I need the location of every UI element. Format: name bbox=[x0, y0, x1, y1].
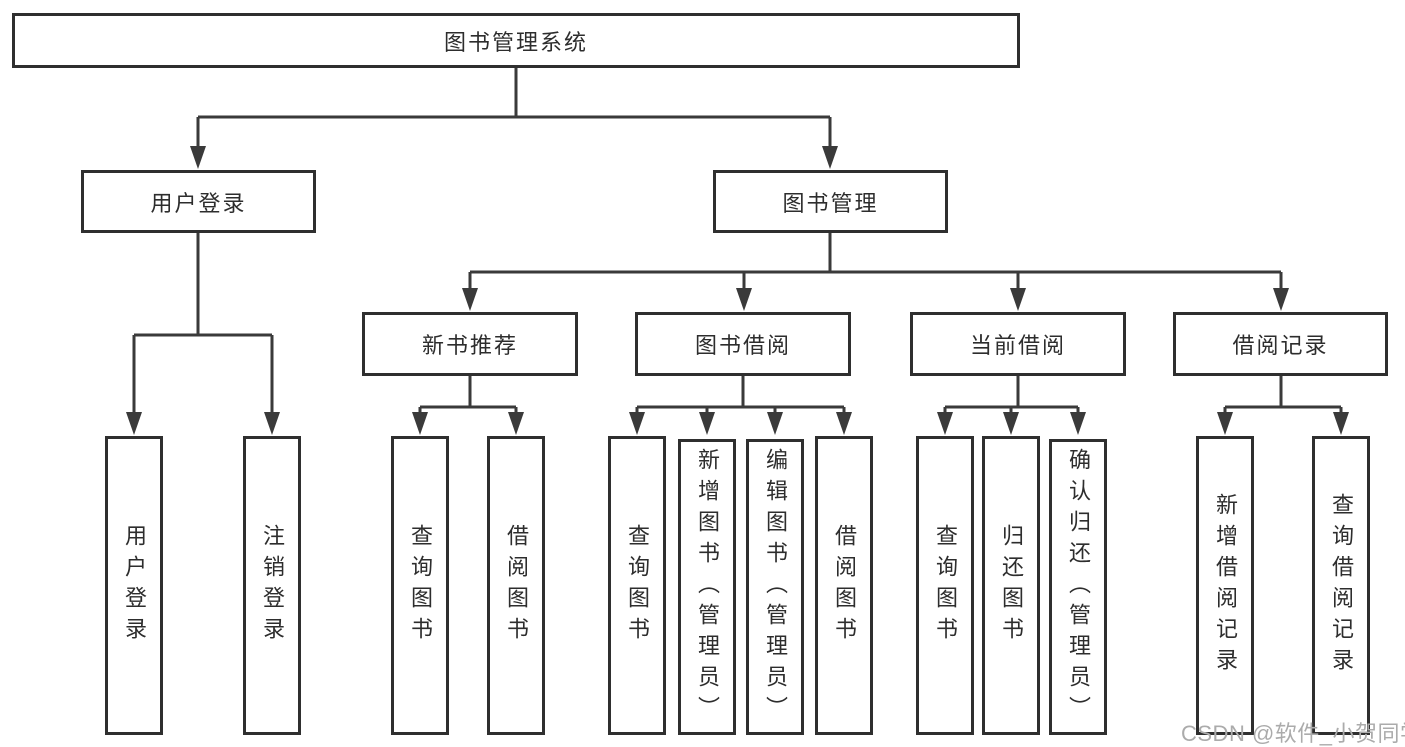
leaf-label: 新增借阅记录 bbox=[1213, 492, 1238, 679]
leaf-label: 查询图书 bbox=[933, 523, 958, 648]
leaf-add-book-admin: 新增图书（管理员） bbox=[678, 439, 736, 735]
node-borrow-records: 借阅记录 bbox=[1173, 312, 1388, 376]
leaf-label: 借阅图书 bbox=[504, 523, 529, 648]
node-current-borrow: 当前借阅 bbox=[910, 312, 1126, 376]
node-label: 借阅记录 bbox=[1232, 333, 1329, 358]
csdn-watermark: CSDN @软件_小贺同学 bbox=[1181, 721, 1405, 746]
node-book-management: 图书管理 bbox=[713, 170, 948, 233]
node-label: 图书管理 bbox=[782, 190, 879, 216]
leaf-label: 用户登录 bbox=[122, 523, 147, 648]
node-library-management-system: 图书管理系统 bbox=[12, 13, 1020, 68]
leaf-borrow-book: 借阅图书 bbox=[815, 436, 873, 735]
leaf-confirm-return-admin: 确认归还（管理员） bbox=[1049, 439, 1107, 735]
leaf-label: 编辑图书（管理员） bbox=[763, 447, 788, 727]
leaf-label: 确认归还（管理员） bbox=[1066, 447, 1091, 727]
leaf-borrow-book-recommend: 借阅图书 bbox=[487, 436, 545, 735]
leaf-label: 借阅图书 bbox=[832, 523, 857, 648]
leaf-query-borrow-record: 查询借阅记录 bbox=[1312, 436, 1370, 735]
leaf-label: 归还图书 bbox=[999, 523, 1024, 648]
leaf-label: 查询图书 bbox=[625, 523, 650, 648]
node-label: 用户登录 bbox=[150, 190, 247, 216]
leaf-label: 查询图书 bbox=[408, 523, 433, 648]
leaf-label: 注销登录 bbox=[260, 523, 285, 648]
leaf-edit-book-admin: 编辑图书（管理员） bbox=[746, 439, 804, 735]
node-book-borrow: 图书借阅 bbox=[635, 312, 851, 376]
node-label: 当前借阅 bbox=[969, 333, 1066, 358]
leaf-user-login: 用户登录 bbox=[105, 436, 163, 735]
leaf-add-borrow-record: 新增借阅记录 bbox=[1196, 436, 1254, 735]
node-user-login: 用户登录 bbox=[81, 170, 316, 233]
leaf-label: 查询借阅记录 bbox=[1329, 492, 1354, 679]
leaf-query-book-borrow: 查询图书 bbox=[608, 436, 666, 735]
node-label: 图书管理系统 bbox=[443, 29, 588, 55]
leaf-return-book: 归还图书 bbox=[982, 436, 1040, 735]
node-new-book-recommend: 新书推荐 bbox=[362, 312, 578, 376]
leaf-query-book-recommend: 查询图书 bbox=[391, 436, 449, 735]
node-label: 图书借阅 bbox=[694, 333, 791, 358]
leaf-query-book-current: 查询图书 bbox=[916, 436, 974, 735]
node-label: 新书推荐 bbox=[421, 333, 518, 358]
leaf-label: 新增图书（管理员） bbox=[695, 447, 720, 727]
leaf-logout: 注销登录 bbox=[243, 436, 301, 735]
